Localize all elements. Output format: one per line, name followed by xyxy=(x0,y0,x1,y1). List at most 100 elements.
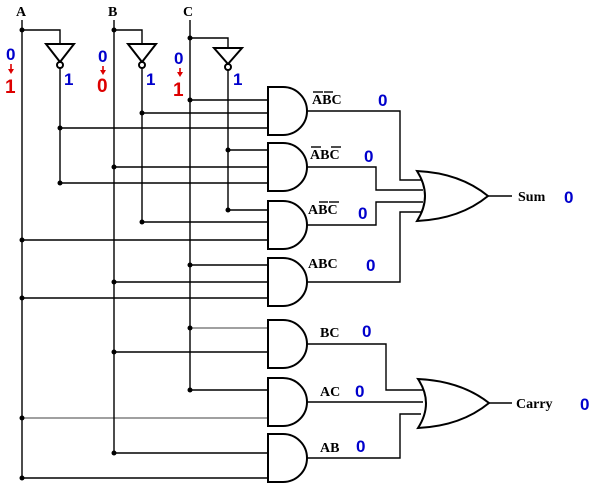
junction-dot xyxy=(111,450,117,456)
junction-dot xyxy=(19,295,25,301)
term-letter: A xyxy=(320,385,331,400)
junction-dots xyxy=(19,27,231,481)
svg-text:ABC: ABC xyxy=(308,257,338,272)
inverter-a xyxy=(43,43,77,64)
input-b-label: B xyxy=(108,5,117,20)
and6-output-value: 0 xyxy=(355,382,364,401)
and4-term-label: ABC xyxy=(308,257,338,272)
inverter-b xyxy=(125,43,159,64)
term-letter: A xyxy=(308,257,319,272)
and1-output-value: 0 xyxy=(378,91,387,110)
input-a-to-inverter xyxy=(22,29,61,44)
svg-text:AC: AC xyxy=(320,385,340,400)
input-c-arrowhead xyxy=(177,72,183,77)
and6-term-label: AC xyxy=(320,385,340,400)
and2-to-sum-or xyxy=(307,166,423,191)
junction-dot xyxy=(187,97,193,103)
input-a-label: A xyxy=(16,5,27,20)
term-letter: B xyxy=(330,441,339,456)
inverter-a-output-value: 1 xyxy=(64,70,73,89)
junction-dot xyxy=(19,237,25,243)
and4-to-sum-or xyxy=(307,211,421,283)
term-letter: B xyxy=(318,257,327,272)
and1-to-sum-or xyxy=(307,110,421,181)
input-c-label: C xyxy=(183,5,193,20)
inverter-a-bubble xyxy=(56,61,64,69)
and-gate-2 xyxy=(267,142,308,192)
junction-dot xyxy=(111,279,117,285)
input-b-old-value: 0 xyxy=(98,47,107,66)
and-gate-3 xyxy=(267,200,308,250)
svg-text:ABC: ABC xyxy=(308,203,338,218)
input-a-new-value: 1 xyxy=(5,77,16,98)
carry-output-value: 0 xyxy=(580,395,589,414)
and5-to-carry-or xyxy=(307,343,423,391)
and3-output-value: 0 xyxy=(358,204,367,223)
term-letter: C xyxy=(329,326,339,341)
input-c-new-value: 1 xyxy=(173,80,184,101)
and-gate-1 xyxy=(267,86,308,136)
and-gate-6 xyxy=(267,377,308,427)
term-letter: B xyxy=(320,148,329,163)
inverter-b-bubble xyxy=(138,61,146,69)
junction-dot xyxy=(139,110,145,116)
term-letter: C xyxy=(327,257,337,272)
term-letter: C xyxy=(329,148,339,163)
input-b-to-inverter xyxy=(114,29,143,44)
and7-to-carry-or xyxy=(307,413,421,459)
junction-dot xyxy=(225,147,231,153)
svg-text:AB: AB xyxy=(320,441,339,456)
and5-term-label: BC xyxy=(320,326,339,341)
and4-output-value: 0 xyxy=(366,256,375,275)
and2-output-value: 0 xyxy=(364,147,373,166)
junction-dot xyxy=(225,207,231,213)
term-letter: B xyxy=(322,93,331,108)
and2-term-label: ABC xyxy=(310,146,341,163)
junction-dot xyxy=(57,125,63,131)
junction-dot xyxy=(111,349,117,355)
and7-output-value: 0 xyxy=(356,437,365,456)
term-letter: B xyxy=(318,203,327,218)
junction-dot xyxy=(111,27,117,33)
and-gate-5 xyxy=(267,319,308,369)
and3-term-label: ABC xyxy=(308,201,339,218)
inverter-c xyxy=(211,47,245,66)
input-b-arrowhead xyxy=(100,70,106,75)
inverter-c-bubble xyxy=(224,63,232,71)
input-c-to-inverter xyxy=(190,37,229,48)
inverter-c-output-value: 1 xyxy=(233,70,242,89)
term-letter: A xyxy=(308,203,319,218)
term-letter: B xyxy=(320,326,329,341)
input-a-old-value: 0 xyxy=(6,45,15,64)
junction-dot xyxy=(139,219,145,225)
and7-term-label: AB xyxy=(320,441,339,456)
input-b-new-value: 0 xyxy=(97,76,108,97)
sum-label: Sum xyxy=(518,190,546,205)
input-c-old-value: 0 xyxy=(174,49,183,68)
term-letter: C xyxy=(330,385,340,400)
term-letter: A xyxy=(320,441,331,456)
carry-label: Carry xyxy=(516,397,553,412)
and-gate-4 xyxy=(267,257,308,307)
sum-output-value: 0 xyxy=(564,188,573,207)
and1-term-label: ABC xyxy=(312,91,342,108)
junction-dot xyxy=(187,262,193,268)
or-gate-sum xyxy=(415,169,490,223)
term-letter: C xyxy=(331,93,341,108)
junction-dot xyxy=(19,27,25,33)
term-letter: C xyxy=(327,203,337,218)
junction-dot xyxy=(57,180,63,186)
junction-dot xyxy=(187,325,193,331)
svg-text:ABC: ABC xyxy=(312,93,342,108)
svg-text:ABC: ABC xyxy=(310,148,340,163)
term-letter: A xyxy=(312,93,323,108)
or-gate-carry xyxy=(416,377,491,430)
svg-text:BC: BC xyxy=(320,326,339,341)
junction-dot xyxy=(19,415,25,421)
junction-dot xyxy=(19,475,25,481)
inverter-b-output-value: 1 xyxy=(146,70,155,89)
junction-dot xyxy=(187,387,193,393)
junction-dot xyxy=(111,164,117,170)
term-letter: A xyxy=(310,148,321,163)
